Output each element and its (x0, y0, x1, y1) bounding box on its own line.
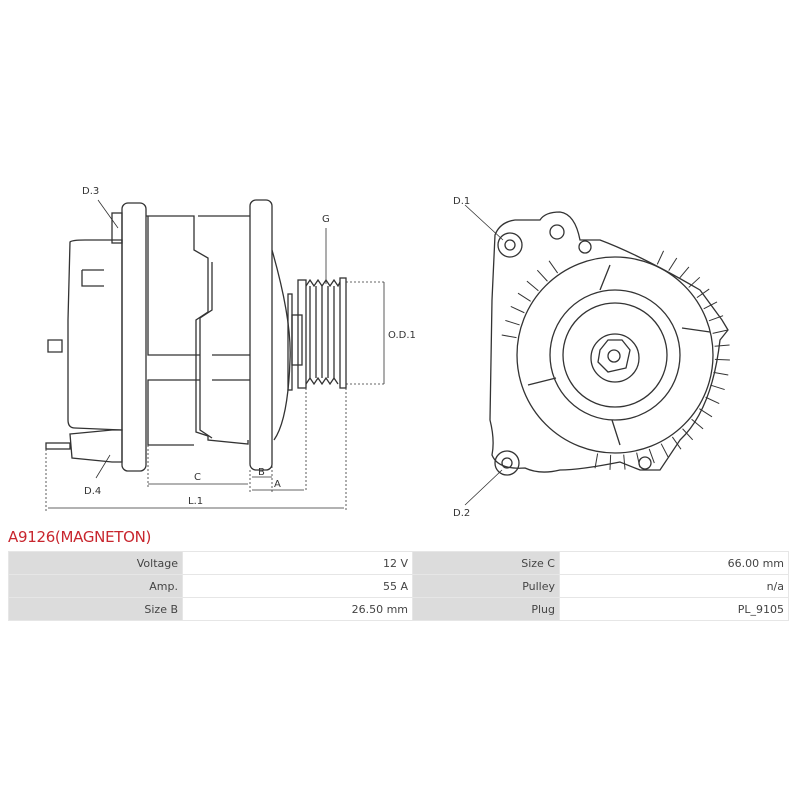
fin (708, 315, 724, 322)
fin (688, 276, 701, 288)
specs-table: Voltage 12 V Size C 66.00 mm Amp. 55 A P… (8, 551, 789, 621)
fin (648, 448, 655, 464)
fin (682, 428, 694, 441)
table-row: Amp. 55 A Pulley n/a (9, 575, 788, 597)
alternator-technical-drawing: D.3 D.4 G O.D.1 C B A L.1 D.1 D.2 (45, 186, 730, 519)
cooling-fins (501, 250, 730, 470)
fin (699, 408, 713, 418)
label-g: G (322, 214, 330, 225)
fin (505, 319, 520, 326)
fin (714, 344, 730, 347)
spec-value: 66.00 mm (560, 552, 788, 574)
spec-label: Plug (413, 598, 559, 620)
fin (636, 452, 641, 468)
fin (678, 266, 690, 279)
spec-value: n/a (560, 575, 788, 597)
spec-label: Pulley (413, 575, 559, 597)
label-d3: D.3 (82, 186, 99, 197)
table-row: Voltage 12 V Size C 66.00 mm (9, 552, 788, 574)
spec-value: 26.50 mm (183, 598, 412, 620)
product-title: A9126(MAGNETON) (8, 528, 152, 546)
spec-label: Amp. (9, 575, 182, 597)
label-l1: L.1 (188, 496, 203, 507)
spec-value: 12 V (183, 552, 412, 574)
spec-label: Voltage (9, 552, 182, 574)
fin (710, 384, 725, 391)
spec-value: 55 A (183, 575, 412, 597)
table-row: Size B 26.50 mm Plug PL_9105 (9, 598, 788, 620)
label-od1: O.D.1 (388, 330, 416, 341)
front-leader-lines (464, 204, 504, 506)
spec-label: Size C (413, 552, 559, 574)
spec-value: PL_9105 (560, 598, 788, 620)
fin (696, 288, 710, 299)
fin (623, 454, 626, 470)
label-d4: D.4 (84, 486, 101, 497)
label-d2: D.2 (453, 508, 470, 519)
fin (712, 329, 728, 334)
fin (671, 436, 682, 450)
fin (713, 371, 729, 376)
fin (609, 454, 612, 470)
fin (705, 396, 720, 405)
label-a: A (274, 479, 281, 490)
fin (691, 418, 704, 430)
fin (703, 301, 718, 310)
label-b: B (258, 467, 265, 478)
fin (548, 260, 559, 274)
dimension-lines (45, 199, 385, 512)
fin (536, 269, 548, 282)
fin (501, 334, 517, 339)
fin (517, 292, 531, 302)
fin (714, 358, 730, 361)
label-d1: D.1 (453, 196, 470, 207)
fin (594, 453, 599, 469)
spec-label: Size B (9, 598, 182, 620)
label-c: C (194, 472, 201, 483)
front-view (489, 211, 729, 476)
fin (668, 257, 678, 271)
fin (526, 280, 539, 292)
fin (660, 443, 669, 458)
side-view (45, 199, 347, 472)
fin (510, 305, 525, 314)
fin (656, 250, 665, 265)
